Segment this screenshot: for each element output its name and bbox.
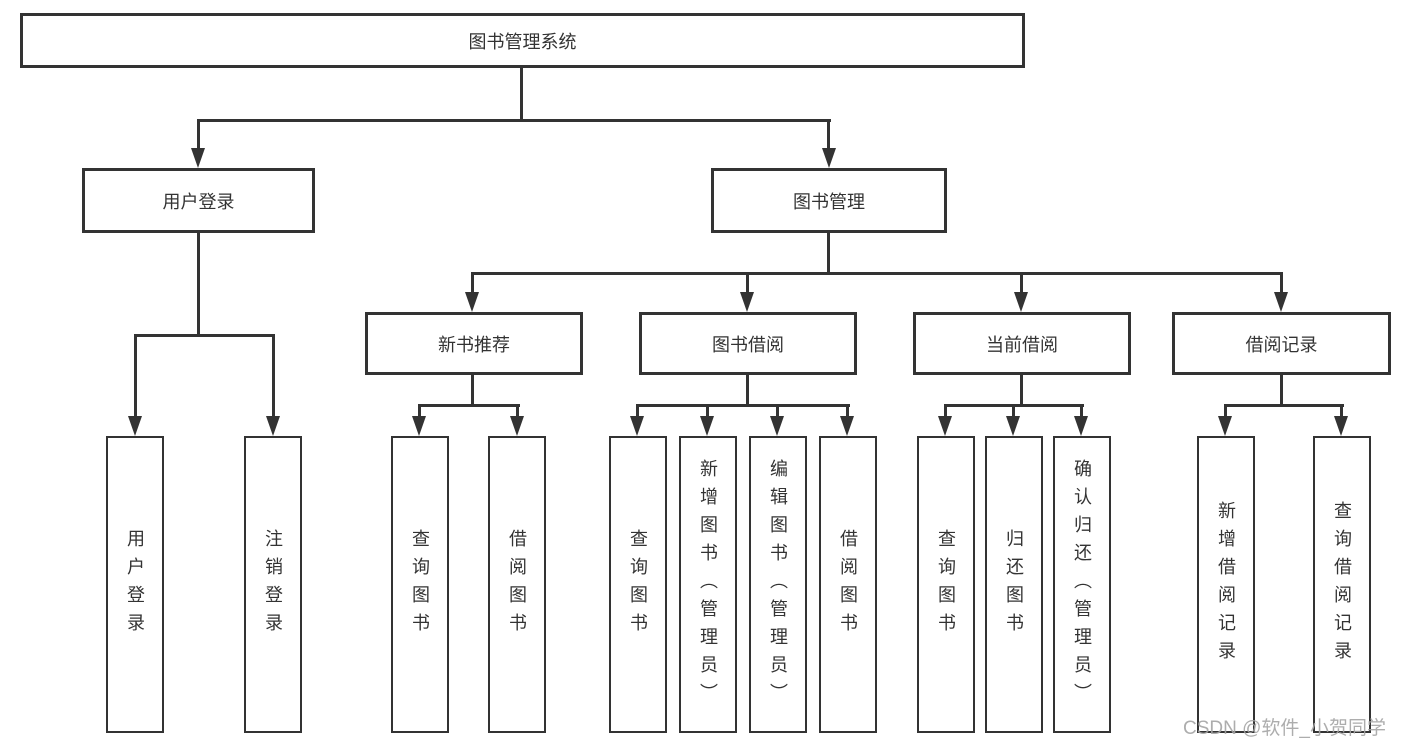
arrow-down-icon <box>1274 292 1288 312</box>
node-book-management: 图书管理 <box>711 168 947 233</box>
connector-line <box>1280 274 1283 296</box>
node-label: 归还图书 <box>1004 528 1024 641</box>
arrow-down-icon <box>1006 416 1020 436</box>
connector-line <box>706 406 709 420</box>
connector-line <box>471 274 474 296</box>
leaf-borrow-books: 借阅图书 <box>819 436 877 733</box>
connector-line <box>636 406 639 420</box>
connector-line <box>197 121 200 151</box>
leaf-edit-books-admin: 编辑图书（管理员） <box>749 436 807 733</box>
leaf-confirm-return-admin: 确认归还（管理员） <box>1053 436 1111 733</box>
connector-line <box>1080 406 1083 420</box>
node-current-borrowing: 当前借阅 <box>913 312 1131 375</box>
node-label: 新增图书（管理员） <box>698 458 718 711</box>
leaf-query-books-recommend: 查询图书 <box>391 436 449 733</box>
connector-line <box>746 375 749 407</box>
arrow-down-icon <box>191 148 205 168</box>
node-borrowing-records: 借阅记录 <box>1172 312 1391 375</box>
connector-line <box>1224 404 1344 407</box>
node-label: 新书推荐 <box>438 334 510 355</box>
connector-line <box>846 406 849 420</box>
node-label: 用户登录 <box>162 191 235 212</box>
arrow-down-icon <box>1074 416 1088 436</box>
connector-line <box>418 406 421 420</box>
node-label: 当前借阅 <box>986 334 1058 355</box>
leaf-add-borrow-record: 新增借阅记录 <box>1197 436 1255 733</box>
node-label: 用户登录 <box>125 528 145 641</box>
arrow-down-icon <box>700 416 714 436</box>
connector-line <box>944 406 947 420</box>
connector-line <box>471 272 1283 275</box>
leaf-borrow-books-recommend: 借阅图书 <box>488 436 546 733</box>
node-label: 借阅图书 <box>838 528 858 641</box>
connector-line <box>520 68 523 121</box>
connector-line <box>827 121 830 151</box>
connector-line <box>636 404 850 407</box>
node-label: 图书借阅 <box>712 334 784 355</box>
connector-line <box>746 274 749 296</box>
arrow-down-icon <box>412 416 426 436</box>
arrow-down-icon <box>740 292 754 312</box>
node-user-login: 用户登录 <box>82 168 315 233</box>
connector-line <box>1020 375 1023 407</box>
node-label: 注销登录 <box>263 528 283 641</box>
connector-line <box>1224 406 1227 420</box>
connector-line <box>1012 406 1015 420</box>
leaf-add-books-admin: 新增图书（管理员） <box>679 436 737 733</box>
node-label: 编辑图书（管理员） <box>768 458 788 711</box>
node-label: 借阅记录 <box>1245 334 1318 355</box>
connector-line <box>1280 375 1283 407</box>
connector-line <box>827 233 830 274</box>
connector-line <box>471 375 474 407</box>
arrow-down-icon <box>465 292 479 312</box>
connector-line <box>134 336 137 420</box>
node-label: 图书管理系统 <box>468 31 577 52</box>
connector-line <box>134 334 275 337</box>
connector-line <box>1020 274 1023 296</box>
connector-line <box>197 119 831 122</box>
node-label: 借阅图书 <box>507 528 527 641</box>
node-library-management-system: 图书管理系统 <box>20 13 1025 68</box>
leaf-query-books-borrowing: 查询图书 <box>609 436 667 733</box>
watermark: CSDN @软件_小贺同学 <box>1183 718 1386 739</box>
leaf-query-borrow-record: 查询借阅记录 <box>1313 436 1371 733</box>
arrow-down-icon <box>840 416 854 436</box>
node-book-borrowing: 图书借阅 <box>639 312 857 375</box>
arrow-down-icon <box>822 148 836 168</box>
arrow-down-icon <box>770 416 784 436</box>
leaf-return-books: 归还图书 <box>985 436 1043 733</box>
node-label: 图书管理 <box>793 191 865 212</box>
arrow-down-icon <box>128 416 142 436</box>
node-label: 查询图书 <box>410 528 430 641</box>
node-new-book-recommendation: 新书推荐 <box>365 312 583 375</box>
connector-line <box>944 404 1084 407</box>
leaf-logout-login: 注销登录 <box>244 436 302 733</box>
arrow-down-icon <box>1218 416 1232 436</box>
arrow-down-icon <box>630 416 644 436</box>
node-label: 查询借阅记录 <box>1332 500 1352 669</box>
connector-line <box>197 233 200 336</box>
node-label: 新增借阅记录 <box>1216 500 1236 669</box>
node-label: 查询图书 <box>628 528 648 641</box>
leaf-user-login: 用户登录 <box>106 436 164 733</box>
connector-line <box>418 404 520 407</box>
arrow-down-icon <box>938 416 952 436</box>
node-label: 确认归还（管理员） <box>1072 458 1092 711</box>
arrow-down-icon <box>510 416 524 436</box>
connector-line <box>776 406 779 420</box>
arrow-down-icon <box>1014 292 1028 312</box>
connector-line <box>516 406 519 420</box>
arrow-down-icon <box>1334 416 1348 436</box>
node-label: 查询图书 <box>936 528 956 641</box>
connector-line <box>1340 406 1343 420</box>
arrow-down-icon <box>266 416 280 436</box>
connector-line <box>272 336 275 420</box>
leaf-query-books-current: 查询图书 <box>917 436 975 733</box>
